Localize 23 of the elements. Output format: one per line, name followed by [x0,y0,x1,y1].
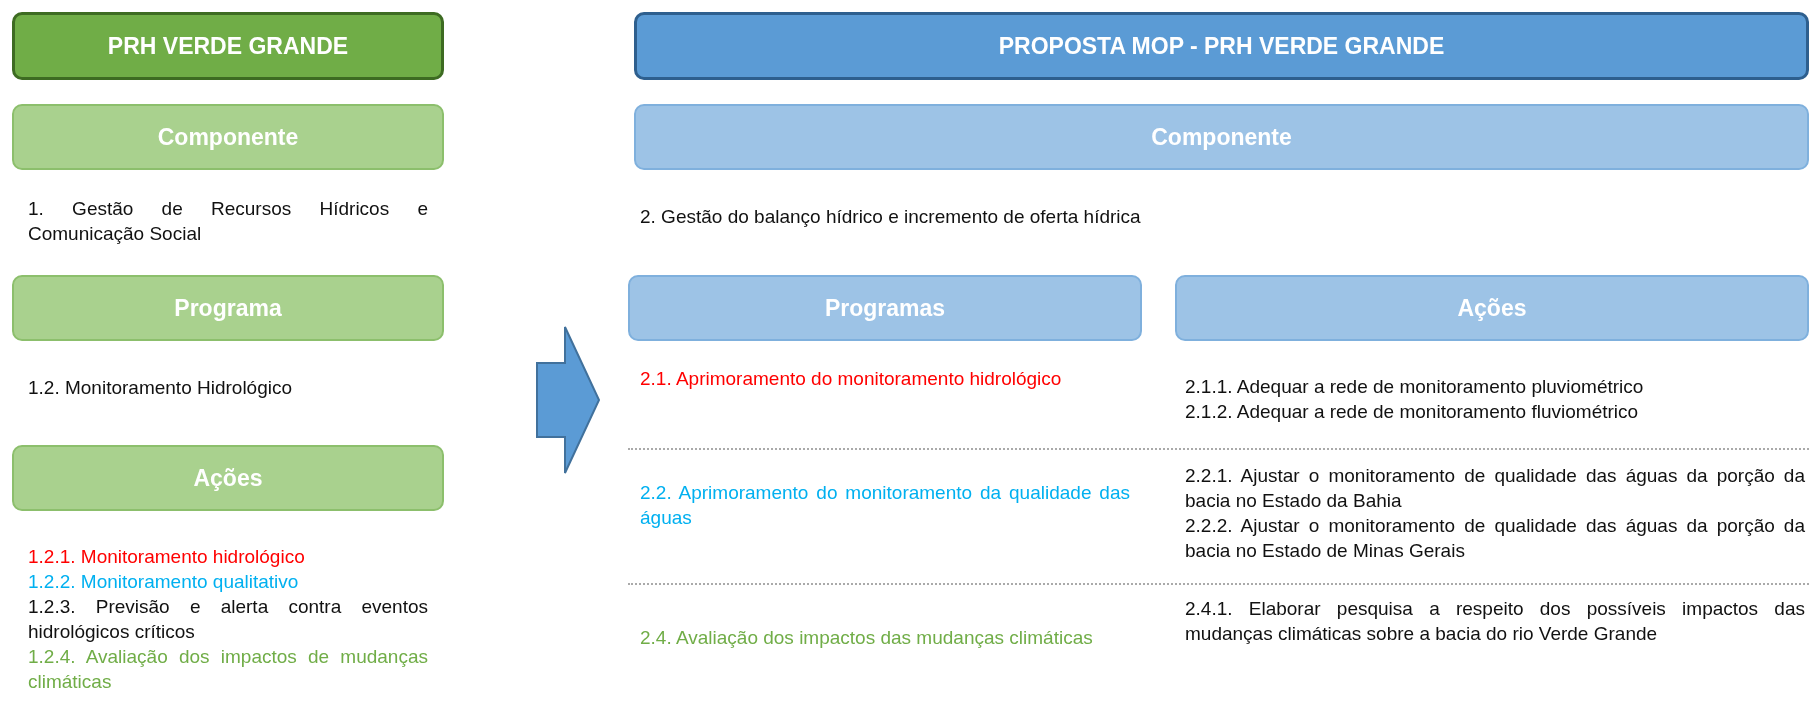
action-text: 1.2.4. Avaliação dos impactos de mudanças climáticas [28,645,428,694]
section-header: Componente [12,104,444,170]
component-text: 2. Gestão do balanço hídrico e incremento de oferta hídrica [640,205,1142,229]
action-text: 2.2.2. Ajustar o monitoramento de qualidade das águas da porção da bacia no Estado de Minas Gerais [1185,514,1805,563]
section-header: Programa [12,275,444,341]
action-text: 2.1.1. Adequar a rede de monitoramento pluviométrico [1185,375,1645,399]
action-text: 1.2.2. Monitoramento qualitativo [28,570,300,594]
action-text: 1.2.3. Previsão e alerta contra eventos hidrológicos críticos [28,595,428,644]
program-text: 2.2. Aprimoramento do monitoramento da qualidade das águas [640,481,1130,530]
column-header: Programas [628,275,1142,341]
action-text: 2.4.1. Elaborar pesquisa a respeito dos possíveis impactos das mudanças climáticas sobre a bacia do rio Verde Grande [1185,597,1805,646]
header-bar: PRH VERDE GRANDE [12,12,444,80]
action-text: 2.2.1. Ajustar o monitoramento de qualidade das águas da porção da bacia no Estado da Bahia [1185,464,1805,513]
program-text: 2.1. Aprimoramento do monitoramento hidrológico [640,367,1063,391]
action-text: 1.2.1. Monitoramento hidrológico [28,545,306,569]
section-header: Ações [12,445,444,511]
action-text: 2.1.2. Adequar a rede de monitoramento fluviométrico [1185,400,1640,424]
header-bar: PROPOSTA MOP - PRH VERDE GRANDE [634,12,1809,80]
program-text: 2.4. Avaliação dos impactos das mudanças climáticas [640,626,1094,650]
column-header: Ações [1175,275,1809,341]
section-header: Componente [634,104,1809,170]
program-text: 1.2. Monitoramento Hidrológico [28,376,294,400]
component-text: 1. Gestão de Recursos Hídricos e Comunicação Social [28,197,428,246]
